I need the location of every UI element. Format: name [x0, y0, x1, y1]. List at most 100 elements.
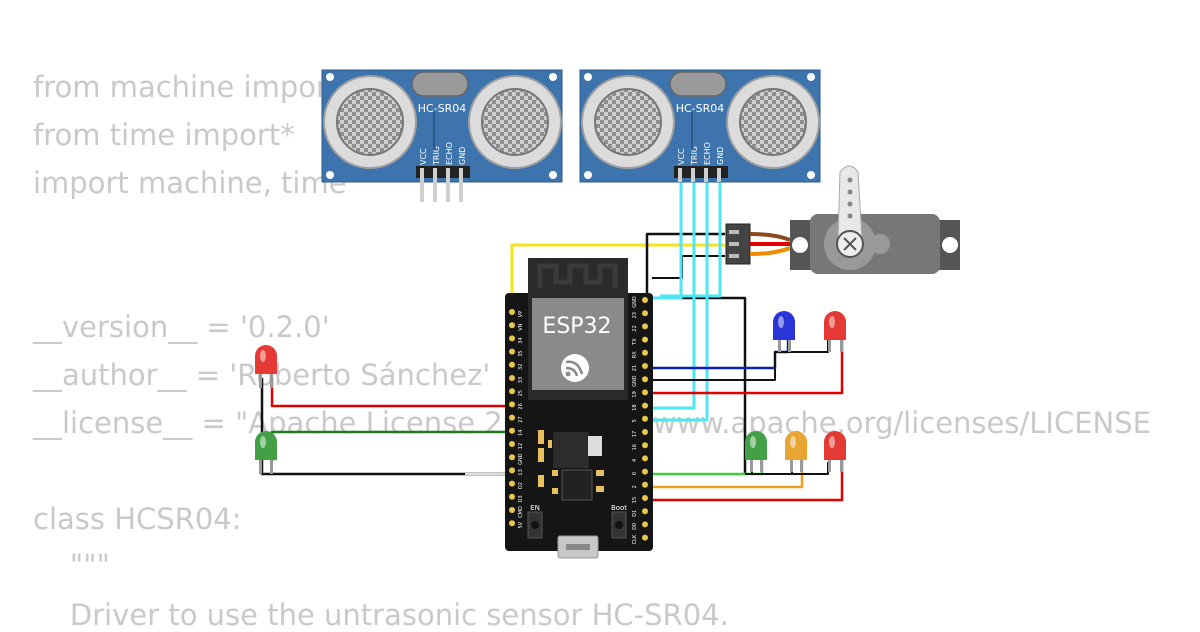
code-line-9: Driver to use the untrasonic sensor HC-S…: [33, 598, 729, 632]
wire-red-left[interactable]: [270, 378, 513, 408]
pin-label-vcc: VCC: [419, 148, 428, 165]
header-pin[interactable]: [642, 495, 648, 501]
pin-label: VN: [518, 323, 524, 330]
pin-label: 27: [518, 416, 524, 422]
boot-label: Boot: [611, 504, 627, 512]
header-pin[interactable]: [509, 441, 515, 447]
header-pin[interactable]: [509, 427, 515, 434]
header-pin[interactable]: [642, 336, 648, 343]
pin-label: 14: [518, 430, 524, 436]
sensor-model-label: HC-SR04: [676, 102, 725, 115]
pin-label: D3: [518, 495, 524, 502]
wire-black-bottom[interactable]: [745, 462, 829, 475]
header-pin[interactable]: [642, 442, 648, 449]
pin-label: 26: [518, 403, 524, 409]
header-pin[interactable]: [509, 322, 515, 329]
pin-label: 4: [632, 459, 638, 462]
espressif-logo: [561, 354, 589, 382]
header-pin[interactable]: [642, 455, 648, 462]
wire-blue[interactable]: [648, 340, 790, 370]
header-pin[interactable]: [642, 521, 648, 528]
header-pin[interactable]: [509, 493, 515, 500]
header-pin[interactable]: [642, 363, 648, 369]
pin-label: 5: [632, 419, 638, 422]
code-line-8: """: [33, 548, 110, 582]
header-pin[interactable]: [509, 309, 515, 315]
pin-label: 2: [632, 485, 638, 488]
header-pin[interactable]: [642, 508, 648, 515]
led-yellow[interactable]: [785, 431, 807, 472]
wire-black-servo[interactable]: [645, 232, 747, 474]
wire-red-servo[interactable]: [652, 255, 725, 279]
wire-black-blue[interactable]: [648, 340, 829, 381]
pin-label-gnd: GND: [458, 147, 467, 165]
pin-label: 35: [518, 350, 524, 356]
header-pin[interactable]: [509, 480, 515, 487]
pin-label: 22: [632, 325, 638, 331]
header-pin[interactable]: [642, 534, 648, 541]
pin-label: D0: [632, 523, 638, 530]
wire-red-bottom[interactable]: [648, 460, 844, 502]
header-pin[interactable]: [509, 401, 515, 408]
header-pin[interactable]: [509, 348, 515, 355]
pin-label-echo: ECHO: [703, 142, 712, 165]
header-pin[interactable]: [642, 429, 648, 435]
header-pin[interactable]: [642, 297, 648, 303]
header-pin[interactable]: [642, 468, 648, 475]
wire-red-top[interactable]: [648, 340, 844, 395]
antenna-trace: [537, 263, 618, 288]
wire-cyan-echo[interactable]: [648, 180, 709, 422]
header-pin[interactable]: [642, 389, 648, 396]
pin-label: 32: [518, 364, 524, 370]
wire-green-left[interactable]: [270, 430, 513, 462]
esp32-board[interactable]: ESP32 EN Boot VPVN343532332526271412GND1…: [505, 258, 653, 559]
header-pin[interactable]: [642, 376, 648, 383]
pin-label: 5V: [518, 521, 524, 528]
pin-label-vcc: VCC: [677, 148, 686, 165]
header-pin[interactable]: [509, 361, 515, 368]
header-pin[interactable]: [642, 481, 648, 488]
header-pin[interactable]: [509, 507, 515, 513]
header-pin[interactable]: [509, 520, 515, 527]
led-green[interactable]: [745, 431, 767, 472]
led-red[interactable]: [824, 431, 846, 472]
header-pin[interactable]: [509, 454, 515, 461]
wire-black-left[interactable]: [260, 378, 513, 476]
pin-label: 33: [518, 377, 524, 383]
led-top-red[interactable]: [824, 311, 846, 352]
header-pin[interactable]: [509, 335, 515, 342]
header-pin[interactable]: [642, 310, 648, 317]
pin-label: CMD: [518, 506, 524, 518]
led-top-blue[interactable]: [773, 311, 795, 352]
code-line-7: class HCSR04:: [33, 502, 242, 536]
pin-label-trig: TRIG: [432, 146, 441, 166]
ultrasonic-sensor-left[interactable]: HC-SR04 VCC TRIG ECHO GND: [321, 69, 563, 202]
led-left-green[interactable]: [255, 431, 277, 474]
pin-label: D2: [518, 482, 524, 489]
header-pin[interactable]: [642, 415, 648, 422]
wire-cyan-trig[interactable]: [648, 180, 696, 410]
pin-label: 25: [518, 390, 524, 396]
pin-label: GND: [632, 296, 638, 308]
pin-label: 18: [632, 404, 638, 410]
led-left-red[interactable]: [255, 345, 277, 388]
header-pin[interactable]: [509, 375, 515, 381]
header-pin[interactable]: [642, 323, 648, 330]
pin-label: 12: [518, 443, 524, 449]
header-pin[interactable]: [509, 388, 515, 395]
code-line-2: from time import*: [33, 118, 295, 152]
en-label: EN: [530, 504, 540, 512]
header-pin[interactable]: [642, 349, 648, 356]
wire-yellow[interactable]: [510, 243, 725, 300]
pin-label: GND: [632, 375, 638, 387]
header-pin[interactable]: [642, 402, 648, 409]
servo-motor[interactable]: [725, 165, 960, 274]
ultrasonic-sensor-right[interactable]: HC-SR04 VCC TRIG ECHO GND: [579, 69, 821, 183]
header-pin[interactable]: [509, 414, 515, 421]
pin-label: 13: [518, 469, 524, 475]
pin-label-trig: TRIG: [690, 146, 699, 166]
header-pin[interactable]: [509, 467, 515, 474]
wire-cyan-gnd[interactable]: [660, 180, 722, 298]
